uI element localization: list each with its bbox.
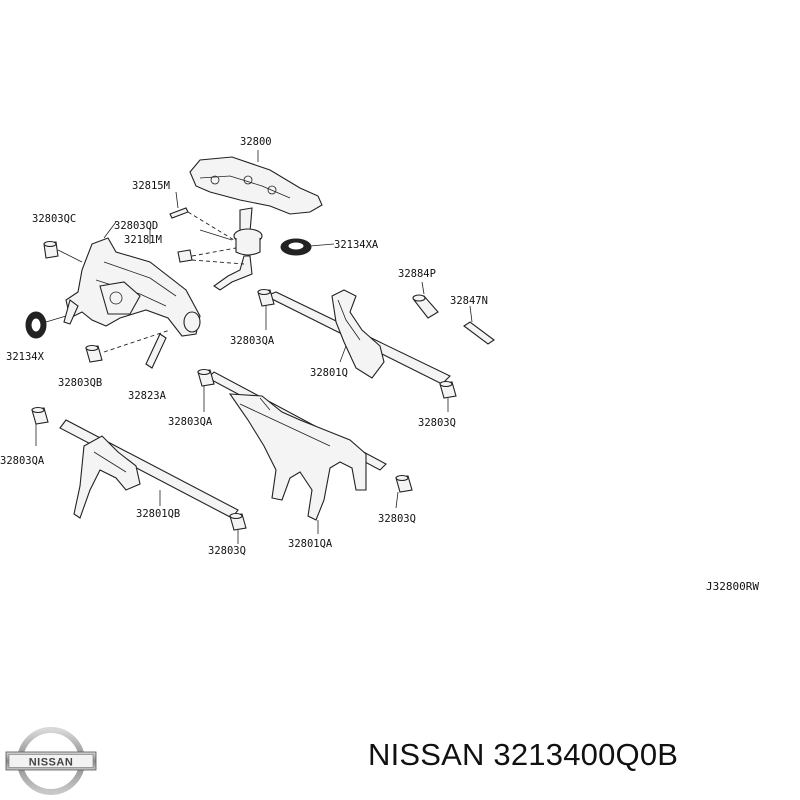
pin-32847n [463,321,495,345]
label-32803qb: 32803QB [58,377,102,389]
bush-32803qa-middle [197,368,215,387]
label-32847n: 32847N [450,295,488,307]
label-32803qd: 32803QD [114,220,158,232]
bush-32803q-bottom-left [229,512,247,531]
bush-32803q-right [439,380,457,399]
pin-32823a [145,333,167,369]
label-32181m: 32181M [124,234,162,246]
pin-32884p [412,294,439,319]
label-32803qa-left: 32803QA [0,455,45,467]
label-32134xa: 32134XA [334,239,379,251]
label-32803qa-middle: 32803QA [168,416,213,428]
shift-rod-32801q [264,289,451,385]
shift-rod-32801qb [59,419,239,519]
bush-32803qc [43,240,59,259]
label-32803qc: 32803QC [32,213,76,225]
diagram-code: J32800RW [706,580,759,593]
nissan-logo: NISSAN [5,727,97,795]
bush-32803qa-top [257,288,275,307]
label-32803q-bottom-left: 32803Q [208,545,246,557]
label-32803q-bottom-right: 32803Q [378,513,416,525]
oil-seal-left [25,311,47,339]
oil-seal-top [280,238,312,256]
part-number-caption: NISSAN 3213400Q0B [368,737,679,772]
bush-32803qb [85,344,103,363]
pin-32815m [169,207,189,219]
label-32801qa: 32801QA [288,538,333,550]
label-32801qb: 32801QB [136,508,180,520]
shift-lever-bracket [189,156,323,291]
label-32800: 32800 [240,136,272,148]
label-32134x: 32134X [6,351,45,363]
shift-rod-32801qa [207,371,387,521]
label-32803qa-top: 32803QA [230,335,275,347]
left-fork-assembly [63,237,201,337]
label-32884p: 32884P [398,268,436,280]
bush-32803qd [177,249,193,263]
label-32823a: 32823A [128,390,167,402]
label-32815m: 32815M [132,180,170,192]
bush-32803qa-left [31,406,49,425]
label-32803q-right: 32803Q [418,417,456,429]
label-32801q: 32801Q [310,367,348,379]
logo-text: NISSAN [29,757,74,769]
bush-32803q-bottom-right [395,474,413,493]
